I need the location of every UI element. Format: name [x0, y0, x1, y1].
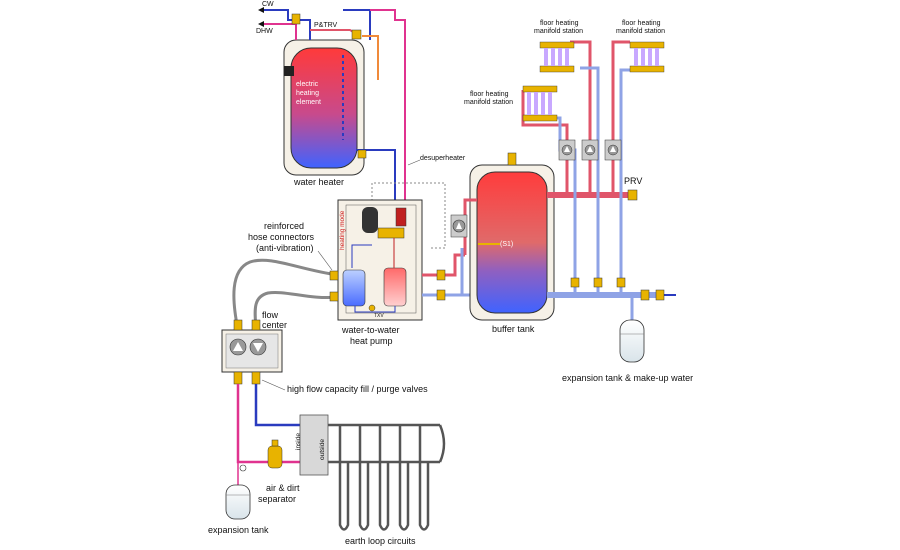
- manifold-station-middle: [539, 41, 575, 73]
- system-expansion-tank: [619, 319, 645, 363]
- refrigerant-line-cold: [351, 244, 372, 268]
- air-dirt-separator-label: air & dirt separator: [258, 483, 302, 504]
- manifold-label-left: floor heating manifold station: [464, 91, 513, 106]
- ptrv-valve-icon: [351, 29, 362, 40]
- hose-fitting-top-icon: [329, 270, 339, 281]
- heat-pump-label: water-to-water heat pump: [341, 325, 402, 346]
- refrigerant-line-liquid: [354, 306, 396, 313]
- electric-element-label: electric heating element: [296, 81, 321, 106]
- cw-label: CW: [262, 1, 274, 8]
- flow-center-label: flow center: [262, 310, 287, 330]
- loop-piping: [236, 384, 300, 495]
- purge-valves-leader: [261, 379, 286, 391]
- water-heater-tank: [290, 47, 358, 169]
- txv-label: TXV: [374, 313, 384, 319]
- earth-loop-label: earth loop circuits: [345, 536, 416, 546]
- evaporator-coil: [342, 269, 366, 307]
- wall-sleeve: [299, 414, 329, 476]
- inside-label: inside: [295, 433, 302, 450]
- water-heater-label: water heater: [293, 177, 344, 187]
- zone-circulator-1: [558, 139, 576, 161]
- desuperheater-leader: [407, 159, 421, 166]
- pressure-gauge-icon: [239, 464, 247, 472]
- prv-label: PRV: [624, 176, 642, 186]
- manifold-label-middle: floor heating manifold station: [534, 20, 583, 35]
- drain-valve-icon: [357, 149, 367, 159]
- heat-pump: [337, 199, 423, 321]
- buffer-tank-body: [476, 171, 548, 314]
- txv-icon: [368, 304, 376, 312]
- reversing-valve-icon: [377, 227, 405, 239]
- hose-fitting-bottom-icon: [329, 291, 339, 302]
- zone-circulator-2: [581, 139, 599, 161]
- earth-loop-circuits: [328, 423, 446, 531]
- zone-circulators: [558, 139, 622, 161]
- hose-connector-supply: [232, 258, 339, 331]
- loop-expansion-tank: [225, 484, 251, 520]
- buffer-air-vent-icon: [507, 152, 517, 166]
- flow-center: [221, 329, 283, 373]
- electric-heating-element: [284, 66, 294, 76]
- hp-return-union-icon: [436, 289, 446, 301]
- zone-circulator-3: [604, 139, 622, 161]
- manifold-station-left: [522, 85, 558, 122]
- heating-mode-label: heating mode: [339, 210, 346, 250]
- desuperheater-coil-icon: [395, 207, 407, 227]
- cw-arrow-icon: [258, 7, 264, 13]
- expansion-makeup-label: expansion tank & make-up water: [562, 373, 693, 383]
- s1-sensor-label: (S1): [500, 241, 513, 248]
- desuperheater-label: desuperheater: [420, 155, 466, 162]
- manifold-station-right: [629, 41, 665, 73]
- compressor-icon: [362, 207, 378, 233]
- water-heater: [283, 39, 365, 176]
- buffer-tank-label: buffer tank: [492, 324, 535, 334]
- purge-valves-label: high flow capacity fill / purge valves: [287, 384, 428, 394]
- dhw-label: DHW: [256, 28, 273, 35]
- hose-connector-return: [253, 290, 339, 331]
- desuperheater-dashed-loop: [371, 182, 446, 249]
- heat-pump-inner-frame: [345, 204, 417, 314]
- ptrv-label: P&TRV: [314, 22, 338, 29]
- manifold-label-right: floor heating manifold station: [616, 20, 665, 35]
- tempering-valve-icon: [291, 13, 301, 25]
- outside-label: outside: [319, 439, 326, 460]
- prv-valve-icon: [627, 189, 638, 201]
- buffer-circulator: [450, 214, 468, 238]
- buffer-tank: [469, 152, 555, 321]
- air-dirt-separator: [267, 439, 283, 469]
- hp-buffer-piping: [422, 253, 475, 297]
- reinforced-hose-label: reinforced hose connectors (anti-vibrati…: [248, 221, 317, 253]
- hp-supply-union-icon: [436, 269, 446, 281]
- return-valves: [570, 277, 665, 301]
- dhw-arrow-icon: [258, 21, 264, 27]
- hose-leader: [317, 250, 333, 271]
- condenser-coil: [383, 267, 407, 307]
- expansion-tank-label: expansion tank: [208, 525, 269, 535]
